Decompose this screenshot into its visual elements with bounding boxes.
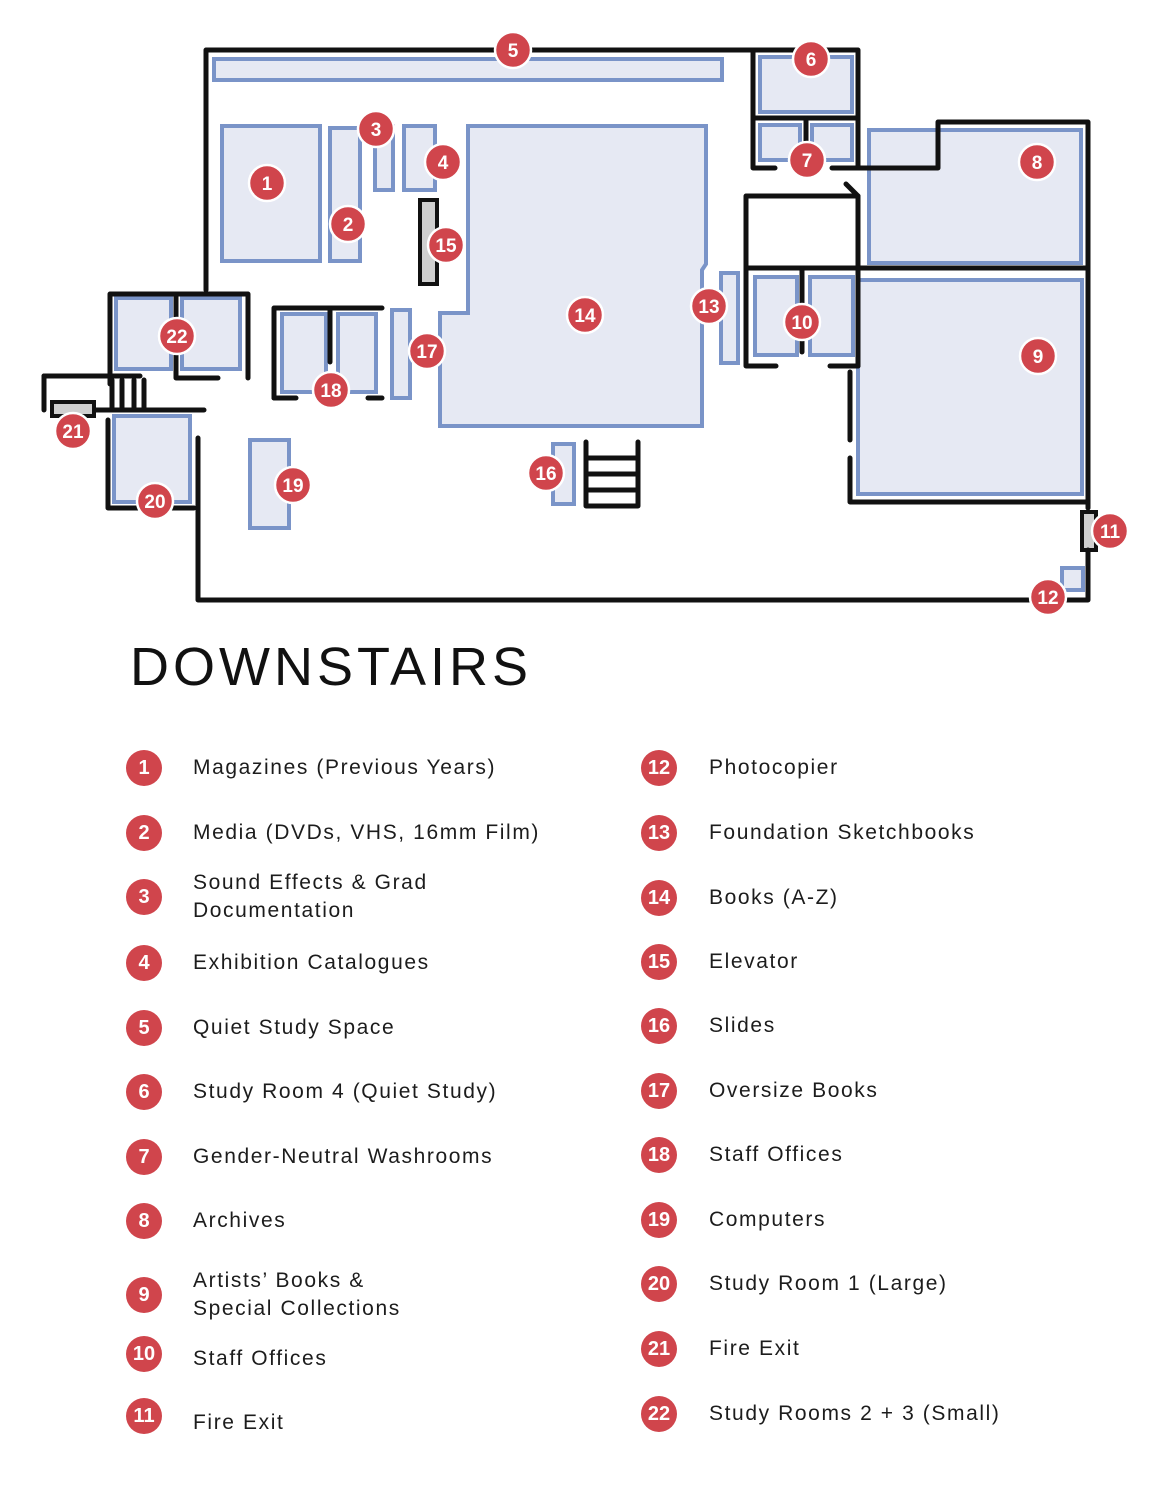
zone-quiet-study-space [212, 57, 724, 82]
legend-number-badge: 2 [126, 815, 162, 851]
map-marker-5[interactable]: 5 [493, 30, 533, 70]
legend-number-badge: 9 [126, 1277, 162, 1313]
legend-label: Magazines (Previous Years) [193, 755, 497, 779]
zone-photocopier [1060, 566, 1085, 592]
legend-number-badge: 14 [641, 880, 677, 916]
legend-number-badge: 1 [126, 750, 162, 786]
legend-label: Elevator [709, 949, 799, 973]
map-marker-18-label: 18 [320, 381, 341, 402]
map-marker-21[interactable]: 21 [53, 411, 93, 451]
map-marker-21-label: 21 [62, 422, 84, 443]
map-marker-13-label: 13 [698, 297, 719, 318]
legend-label: Photocopier [709, 755, 839, 779]
floor-title: DOWNSTAIRS [130, 637, 532, 697]
map-marker-17[interactable]: 17 [407, 331, 447, 371]
legend-number-badge: 11 [126, 1398, 162, 1434]
legend-number-badge: 21 [641, 1331, 677, 1367]
legend-label: Study Rooms 2 + 3 (Small) [709, 1401, 1001, 1425]
legend-label: Foundation Sketchbooks [709, 820, 976, 844]
map-marker-19[interactable]: 19 [273, 465, 313, 505]
legend-number-badge: 16 [641, 1008, 677, 1044]
map-marker-11-label: 11 [1100, 522, 1121, 543]
map-marker-20[interactable]: 20 [135, 481, 175, 521]
map-walls [41, 47, 1091, 603]
map-marker-9-label: 9 [1033, 347, 1044, 368]
legend-number-badge: 17 [641, 1073, 677, 1109]
map-marker-10[interactable]: 10 [782, 302, 822, 342]
legend-label: Sound Effects & Grad Documentation [193, 870, 428, 922]
map-marker-20-label: 20 [144, 492, 165, 513]
legend-label: Oversize Books [709, 1078, 879, 1102]
legend-number-badge: 22 [641, 1396, 677, 1432]
map-marker-19-label: 19 [282, 476, 303, 497]
map-marker-15[interactable]: 15 [426, 225, 466, 265]
legend-label: Staff Offices [709, 1142, 844, 1166]
map-marker-3[interactable]: 3 [356, 109, 396, 149]
map-marker-14[interactable]: 14 [565, 295, 605, 335]
legend-label: Fire Exit [709, 1336, 801, 1360]
map-marker-2-label: 2 [343, 215, 354, 236]
legend-number-badge: 15 [641, 944, 677, 980]
legend-number-badge: 19 [641, 1202, 677, 1238]
legend-label: Study Room 1 (Large) [709, 1271, 948, 1295]
map-marker-22[interactable]: 22 [157, 316, 197, 356]
map-marker-12-label: 12 [1037, 588, 1058, 609]
legend-number-badge: 7 [126, 1139, 162, 1175]
zone-staff-office-a [753, 275, 799, 357]
legend-label: Study Room 4 (Quiet Study) [193, 1079, 498, 1103]
floor-plan-map: 1 2 3 4 5 6 7 8 9 10 11 12 13 14 15 16 1… [41, 30, 1130, 617]
map-marker-7-label: 7 [802, 151, 813, 172]
legend-number-badge: 5 [126, 1010, 162, 1046]
map-marker-1[interactable]: 1 [247, 163, 287, 203]
legend-label: Books (A-Z) [709, 885, 839, 909]
map-marker-18[interactable]: 18 [311, 370, 351, 410]
map-marker-2[interactable]: 2 [328, 204, 368, 244]
legend-label: Staff Offices [193, 1346, 328, 1370]
zone-special-collections [856, 278, 1084, 496]
legend-label: Gender-Neutral Washrooms [193, 1144, 494, 1168]
map-marker-22-label: 22 [166, 327, 187, 348]
map-marker-8[interactable]: 8 [1017, 142, 1057, 182]
map-marker-9[interactable]: 9 [1018, 336, 1058, 376]
map-marker-15-label: 15 [435, 236, 457, 257]
legend-label: Computers [709, 1207, 827, 1231]
legend-label: Slides [709, 1013, 776, 1037]
map-markers: 1 2 3 4 5 6 7 8 9 10 11 12 13 14 15 16 1… [53, 30, 1130, 617]
legend-number-badge: 18 [641, 1137, 677, 1173]
legend-label: Archives [193, 1208, 287, 1232]
legend-label: Fire Exit [193, 1410, 285, 1434]
map-marker-11[interactable]: 11 [1090, 511, 1130, 551]
legend-label: Exhibition Catalogues [193, 950, 430, 974]
map-marker-12[interactable]: 12 [1028, 577, 1068, 617]
map-marker-16[interactable]: 16 [526, 453, 566, 493]
map-marker-5-label: 5 [508, 41, 519, 62]
zone-books-a-z [438, 124, 708, 428]
legend-label: Artists’ Books & Special Collections [193, 1268, 401, 1320]
legend-number-badge: 8 [126, 1203, 162, 1239]
map-marker-16-label: 16 [535, 464, 556, 485]
legend-number-badge: 4 [126, 945, 162, 981]
map-marker-4-label: 4 [438, 153, 449, 174]
map-marker-8-label: 8 [1032, 153, 1043, 174]
legend-number-badge: 10 [126, 1336, 162, 1372]
legend-number-badge: 13 [641, 815, 677, 851]
map-marker-4[interactable]: 4 [423, 142, 463, 182]
legend-label: Quiet Study Space [193, 1015, 396, 1039]
legend-number-badge: 6 [126, 1074, 162, 1110]
map-marker-1-label: 1 [262, 174, 273, 195]
legend-number-badge: 12 [641, 750, 677, 786]
legend-number-badge: 20 [641, 1266, 677, 1302]
legend-label: Media (DVDs, VHS, 16mm Film) [193, 820, 541, 844]
map-marker-13[interactable]: 13 [689, 286, 729, 326]
legend-number-badge: 3 [126, 879, 162, 915]
map-marker-6-label: 6 [806, 50, 817, 71]
map-marker-14-label: 14 [574, 306, 596, 327]
zone-oversize-books [390, 308, 412, 400]
map-marker-10-label: 10 [791, 313, 812, 334]
map-marker-3-label: 3 [371, 120, 382, 141]
map-marker-6[interactable]: 6 [791, 39, 831, 79]
map-marker-7[interactable]: 7 [787, 140, 827, 180]
map-marker-17-label: 17 [416, 342, 437, 363]
